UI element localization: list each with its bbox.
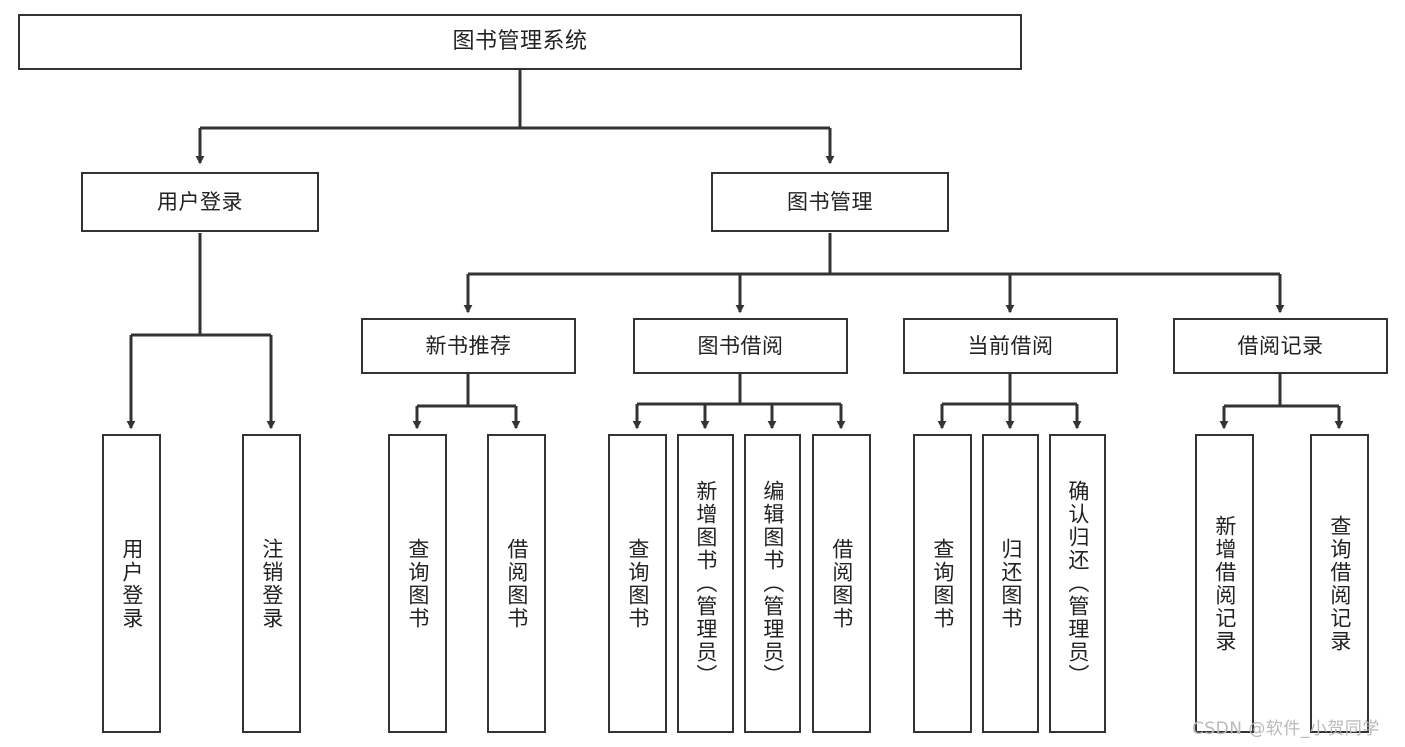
leaf-query-book-borrow[interactable]: 查询图书 xyxy=(608,434,667,733)
leaf-query-book-current[interactable]: 查询图书 xyxy=(913,434,972,733)
node-user-login[interactable]: 用户登录 xyxy=(81,172,319,232)
node-book-management[interactable]: 图书管理 xyxy=(711,172,949,232)
leaf-add-book-admin[interactable]: 新增图书（管理员） xyxy=(677,434,734,733)
leaf-user-login[interactable]: 用户登录 xyxy=(102,434,161,733)
node-root-book-management-system[interactable]: 图书管理系统 xyxy=(18,14,1022,70)
node-borrow-record[interactable]: 借阅记录 xyxy=(1173,318,1388,374)
node-book-borrow[interactable]: 图书借阅 xyxy=(633,318,848,374)
leaf-add-borrow-record[interactable]: 新增借阅记录 xyxy=(1195,434,1254,733)
watermark-csdn: CSDN @软件_小贺同学 xyxy=(1192,719,1380,739)
leaf-return-book[interactable]: 归还图书 xyxy=(982,434,1039,733)
leaf-logout-login[interactable]: 注销登录 xyxy=(242,434,301,733)
node-current-borrow[interactable]: 当前借阅 xyxy=(903,318,1118,374)
leaf-edit-book-admin[interactable]: 编辑图书（管理员） xyxy=(744,434,801,733)
leaf-borrow-book-recommend[interactable]: 借阅图书 xyxy=(487,434,546,733)
node-new-book-recommend[interactable]: 新书推荐 xyxy=(361,318,576,374)
leaf-query-borrow-record[interactable]: 查询借阅记录 xyxy=(1310,434,1369,733)
leaf-query-book-recommend[interactable]: 查询图书 xyxy=(388,434,447,733)
leaf-borrow-book-borrow[interactable]: 借阅图书 xyxy=(812,434,871,733)
leaf-confirm-return-admin[interactable]: 确认归还（管理员） xyxy=(1049,434,1106,733)
